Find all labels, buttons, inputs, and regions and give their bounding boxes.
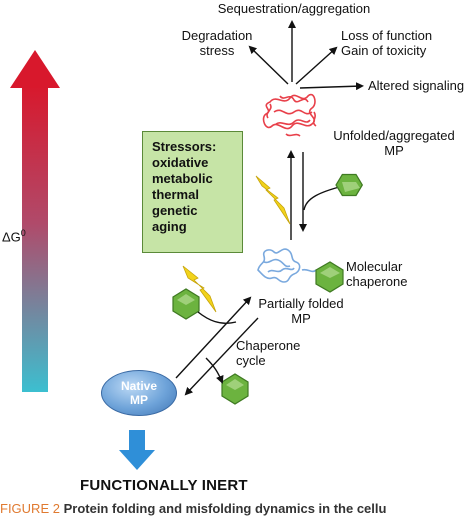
stressor-item: oxidative [152, 155, 209, 170]
bolt-upper [255, 175, 291, 225]
stressor-item: metabolic [152, 171, 213, 186]
unfolded-protein-glyph [262, 93, 317, 137]
chaperone-cycle-arrows [175, 296, 259, 396]
energy-axis-label: ΔG0 [2, 228, 26, 245]
stressor-item: aging [152, 219, 187, 234]
down-arrow [119, 430, 155, 470]
label-molecular-chaperone: Molecular chaperone [346, 259, 408, 289]
label-chaperone-cycle: Chaperone cycle [236, 338, 301, 368]
label-degradation: Degradation stress [181, 28, 253, 58]
stress-bolts [182, 175, 291, 313]
functionally-inert-label: FUNCTIONALLY INERT [80, 477, 248, 494]
chaperone-hexagons [172, 173, 364, 405]
stressor-item: thermal [152, 187, 199, 202]
label-sequestration: Sequestration/aggregation [217, 1, 371, 16]
caption-prefix: FIGURE 2 [0, 501, 60, 516]
stressors-title: Stressors: [152, 139, 217, 154]
figure-caption: FIGURE 2 Protein folding and misfolding … [0, 501, 386, 517]
misfolding-arrows [287, 150, 344, 240]
caption-text: Protein folding and misfolding dynamics … [63, 501, 387, 516]
label-unfolded-mp: Unfolded/aggregated MP [333, 128, 455, 158]
bolt-lower [182, 265, 217, 313]
label-partially-folded: Partially folded MP [258, 296, 344, 326]
outcome-arrows [248, 20, 364, 91]
label-loss-gain: Loss of function Gain of toxicity [341, 28, 433, 58]
partial-protein-glyph [257, 248, 317, 283]
stressor-item: genetic [152, 203, 198, 218]
label-altered-signaling: Altered signaling [368, 78, 465, 93]
stressors-box: Stressors: oxidative metabolic thermal g… [142, 131, 243, 253]
energy-gradient-arrow [10, 50, 60, 392]
native-mp-node: Native MP [101, 370, 177, 416]
